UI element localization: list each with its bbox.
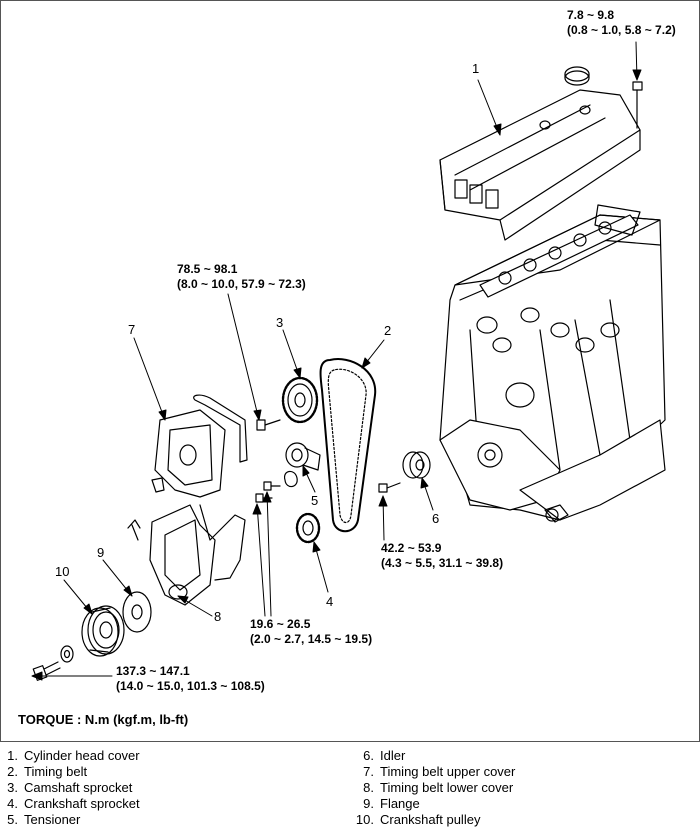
timing-belt-upper-cover: [151, 394, 248, 498]
callout-5: 5: [311, 493, 319, 508]
torque-idler-detail: (4.3 ~ 5.5, 31.1 ~ 39.8): [381, 556, 504, 570]
crankshaft-pulley: [81, 605, 125, 657]
legend-item: 4. Crankshaft sprocket: [0, 796, 140, 812]
callout-6: 6: [432, 511, 440, 526]
legend-label: Timing belt lower cover: [380, 780, 514, 795]
timing-belt: [319, 358, 377, 533]
torque-head-cover-detail: (0.8 ~ 1.0, 5.8 ~ 7.2): [567, 23, 676, 37]
callout-7: 7: [128, 322, 136, 337]
callout-2: 2: [384, 323, 392, 338]
camshaft-bolt: [256, 419, 281, 431]
callout-9: 9: [97, 545, 105, 560]
timing-belt-lower-cover: [127, 504, 246, 606]
legend-number: 6.: [363, 748, 374, 763]
parts-legend-right: 6. Idler 7. Timing belt upper cover 8. Timi…: [350, 748, 515, 828]
legend-label: Tensioner: [24, 812, 81, 827]
tensioner: [283, 442, 321, 488]
torque-unit-caption: TORQUE : N.m (kgf.m, lb-ft): [18, 712, 189, 727]
torque-idler-value: 42.2 ~ 53.9: [381, 541, 442, 555]
crankshaft-sprocket: [295, 512, 321, 544]
torque-tensioner-value: 19.6 ~ 26.5: [250, 617, 311, 631]
legend-item: 10. Crankshaft pulley: [350, 812, 515, 828]
legend-item: 7. Timing belt upper cover: [350, 764, 515, 780]
legend-label: Idler: [380, 748, 406, 763]
idler-bolt: [378, 482, 401, 493]
legend-label: Timing belt: [24, 764, 88, 779]
camshaft: [479, 204, 641, 298]
legend-number: 2.: [7, 764, 18, 779]
callout-4: 4: [326, 594, 334, 609]
legend-number: 5.: [7, 812, 18, 827]
oil-filler-cap: [564, 66, 590, 86]
head-cover-bolt: [632, 81, 643, 129]
idler: [402, 451, 431, 479]
callout-10: 10: [55, 564, 70, 579]
legend-number: 1.: [7, 748, 18, 763]
legend-number: 4.: [7, 796, 18, 811]
callout-3: 3: [276, 315, 284, 330]
leader-lines: [31, 41, 642, 681]
cylinder-head-cover: [439, 89, 641, 241]
legend-number: 8.: [363, 780, 374, 795]
legend-label: Camshaft sprocket: [24, 780, 133, 795]
legend-item: 6. Idler: [350, 748, 515, 764]
legend-label: Crankshaft pulley: [380, 812, 481, 827]
crank-washer: [60, 645, 74, 663]
legend-number: 3.: [7, 780, 18, 795]
legend-number: 10.: [355, 812, 374, 827]
legend-label: Cylinder head cover: [24, 748, 140, 763]
tensioner-bolts: [255, 481, 281, 503]
torque-idler-bolt: 42.2 ~ 53.9 (4.3 ~ 5.5, 31.1 ~ 39.8): [381, 541, 503, 571]
callout-1: 1: [472, 61, 480, 76]
torque-crank-value: 137.3 ~ 147.1: [116, 664, 190, 678]
torque-camshaft-value: 78.5 ~ 98.1: [177, 262, 238, 276]
torque-crank-detail: (14.0 ~ 15.0, 101.3 ~ 108.5): [116, 679, 265, 693]
legend-number: 7.: [363, 764, 374, 779]
legend-item: 5. Tensioner: [0, 812, 140, 828]
legend-item: 3. Camshaft sprocket: [0, 780, 140, 796]
legend-label: Crankshaft sprocket: [24, 796, 140, 811]
callout-8: 8: [214, 609, 222, 624]
exploded-view-drawing: [31, 41, 666, 681]
flange: [122, 591, 152, 633]
torque-head-cover-value: 7.8 ~ 9.8: [567, 8, 615, 22]
legend-item: 1. Cylinder head cover: [0, 748, 140, 764]
legend-label: Flange: [380, 796, 420, 811]
torque-head-cover-bolt: 7.8 ~ 9.8 (0.8 ~ 1.0, 5.8 ~ 7.2): [567, 8, 676, 38]
torque-camshaft-detail: (8.0 ~ 10.0, 57.9 ~ 72.3): [177, 277, 306, 291]
legend-item: 8. Timing belt lower cover: [350, 780, 515, 796]
torque-tensioner-detail: (2.0 ~ 2.7, 14.5 ~ 19.5): [250, 632, 373, 646]
torque-tensioner-bolt: 19.6 ~ 26.5 (2.0 ~ 2.7, 14.5 ~ 19.5): [250, 617, 372, 647]
torque-camshaft-bolt: 78.5 ~ 98.1 (8.0 ~ 10.0, 57.9 ~ 72.3): [177, 262, 306, 292]
legend-number: 9.: [363, 796, 374, 811]
camshaft-sprocket: [281, 376, 319, 424]
parts-legend-left: 1. Cylinder head cover 2. Timing belt 3. Ca…: [0, 748, 140, 828]
legend-item: 2. Timing belt: [0, 764, 140, 780]
torque-crank-bolt: 137.3 ~ 147.1 (14.0 ~ 15.0, 101.3 ~ 108.…: [116, 664, 265, 694]
legend-label: Timing belt upper cover: [380, 764, 516, 779]
legend-item: 9. Flange: [350, 796, 515, 812]
